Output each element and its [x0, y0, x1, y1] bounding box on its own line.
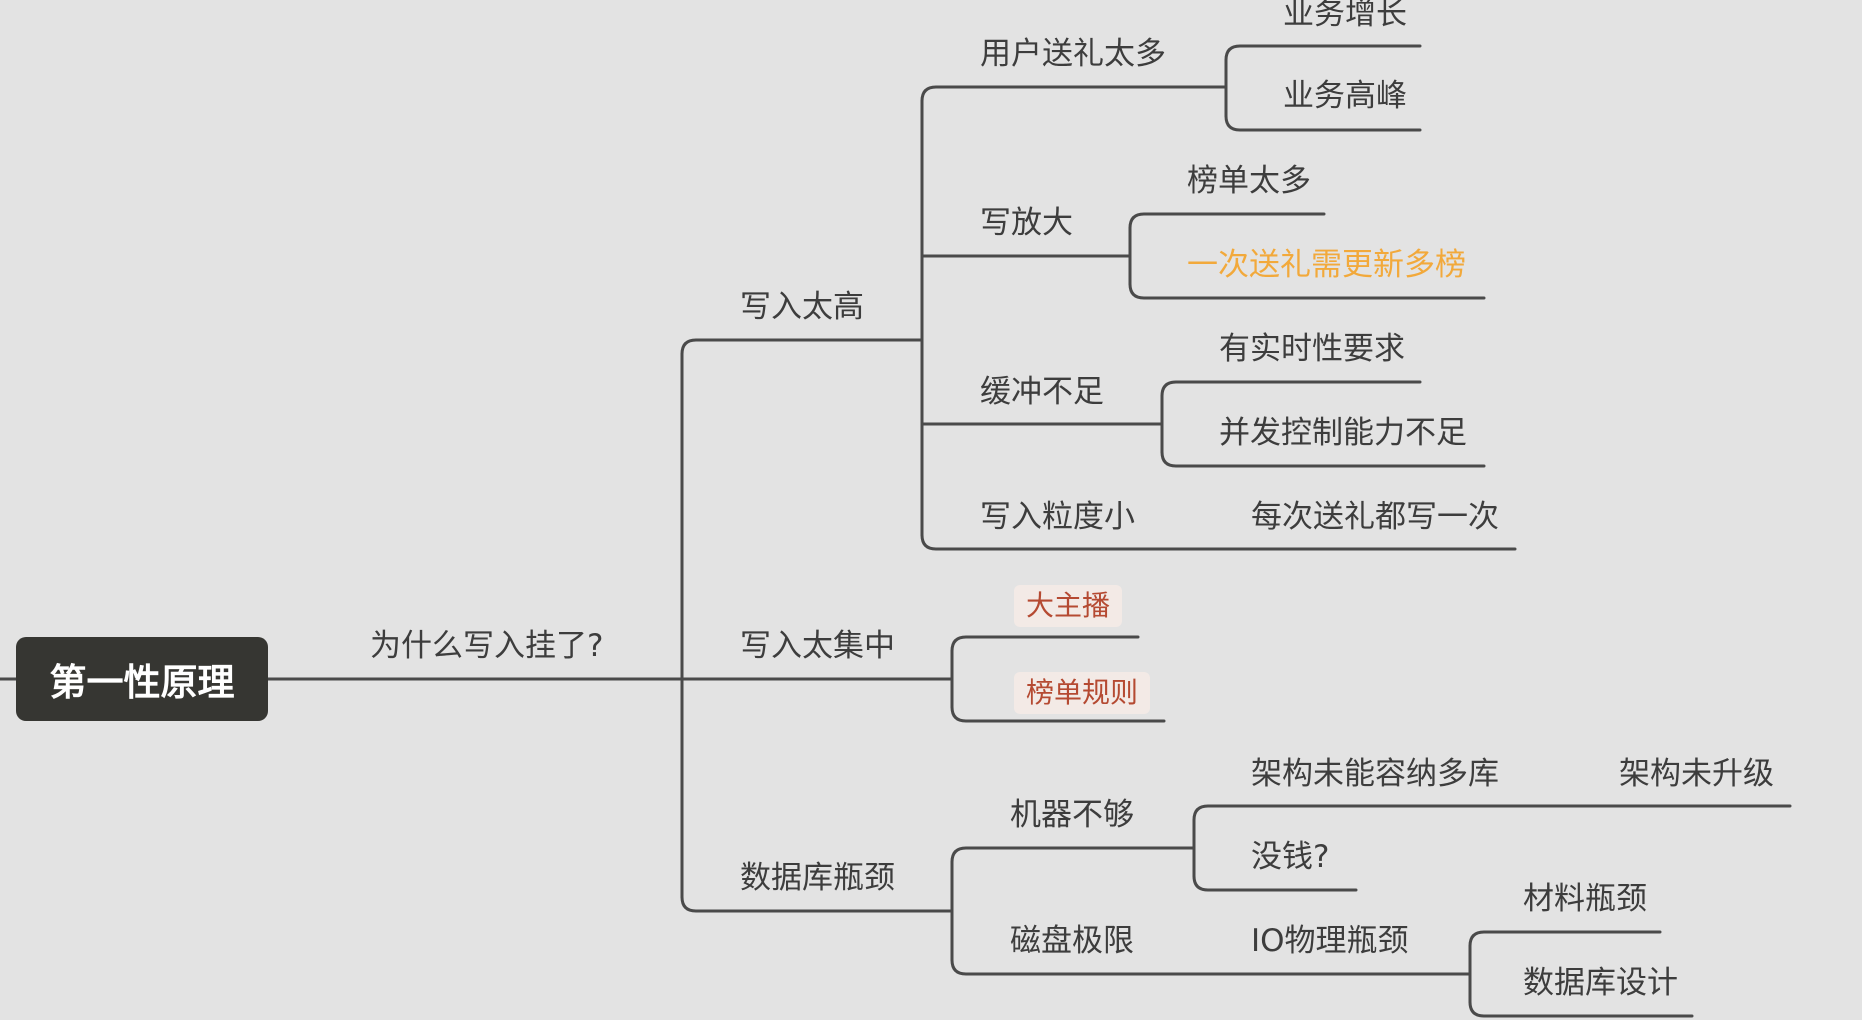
node-business-peak[interactable]: 业务高峰	[1283, 78, 1407, 114]
bracket-write-concentrated-branch-1	[950, 705, 1166, 723]
node-why-write-failed[interactable]: 为什么写入挂了?	[370, 628, 604, 664]
node-disk-limit[interactable]: 磁盘极限	[1010, 923, 1134, 959]
bracket-too-many-gifts-branch-1	[1224, 114, 1422, 132]
bracket-write-too-high-branch-0	[920, 85, 1228, 103]
node-architecture-no-multi-db[interactable]: 架构未能容纳多库	[1251, 756, 1499, 792]
bracket-io-bottleneck-branch-1	[1468, 1000, 1694, 1018]
bracket-not-enough-machines-branch-0	[1192, 804, 1792, 822]
bracket-not-enough-machines-branch-1	[1192, 874, 1358, 892]
node-material-bottleneck[interactable]: 材料瓶颈	[1523, 881, 1647, 917]
node-no-money[interactable]: 没钱?	[1251, 839, 1330, 875]
node-insufficient-buffer[interactable]: 缓冲不足	[980, 374, 1104, 410]
bracket-io-bottleneck-branch-0	[1468, 930, 1662, 948]
bracket-write-too-high-branch-3	[920, 533, 1517, 551]
bracket-insufficient-buffer-branch-1	[1160, 450, 1486, 468]
node-database-design[interactable]: 数据库设计	[1523, 965, 1678, 1001]
node-realtime-required[interactable]: 有实时性要求	[1219, 331, 1405, 367]
bracket-too-many-gifts-branch-0	[1224, 44, 1422, 62]
node-ranking-rules[interactable]: 榜单规则	[1014, 672, 1151, 714]
bracket-database-bottleneck-branch-1	[950, 958, 1472, 976]
bracket-write-amplification-branch-0	[1128, 212, 1326, 230]
node-write-too-concentrated[interactable]: 写入太集中	[740, 628, 895, 664]
node-too-many-rankings[interactable]: 榜单太多	[1187, 163, 1311, 199]
node-one-gift-many-rankings[interactable]: 一次送礼需更新多榜	[1187, 247, 1466, 283]
bracket-write-amplification-branch-1	[1128, 282, 1486, 300]
node-write-every-gift[interactable]: 每次送礼都写一次	[1251, 499, 1499, 535]
node-write-amplification[interactable]: 写放大	[980, 205, 1073, 241]
bracket-insufficient-buffer-branch-0	[1160, 380, 1422, 398]
node-database-bottleneck[interactable]: 数据库瓶颈	[740, 860, 895, 896]
node-small-write-granularity[interactable]: 写入粒度小	[980, 499, 1135, 535]
bracket-database-bottleneck-branch-0	[950, 846, 1196, 864]
node-write-too-high[interactable]: 写入太高	[740, 289, 864, 325]
node-not-enough-machines[interactable]: 机器不够	[1010, 797, 1134, 833]
bracket-why-branch-2	[680, 895, 954, 913]
node-concurrency-control-insufficient[interactable]: 并发控制能力不足	[1219, 415, 1467, 451]
node-too-many-gifts[interactable]: 用户送礼太多	[980, 36, 1166, 72]
bracket-write-concentrated-branch-0	[950, 635, 1140, 653]
node-architecture-not-upgraded[interactable]: 架构未升级	[1619, 756, 1774, 792]
bracket-why-branch-0	[680, 338, 924, 356]
root-node[interactable]: 第一性原理	[16, 637, 268, 721]
node-io-physical-bottleneck[interactable]: IO物理瓶颈	[1251, 923, 1409, 959]
node-business-growth[interactable]: 业务增长	[1283, 0, 1407, 32]
node-big-streamer[interactable]: 大主播	[1014, 585, 1123, 627]
